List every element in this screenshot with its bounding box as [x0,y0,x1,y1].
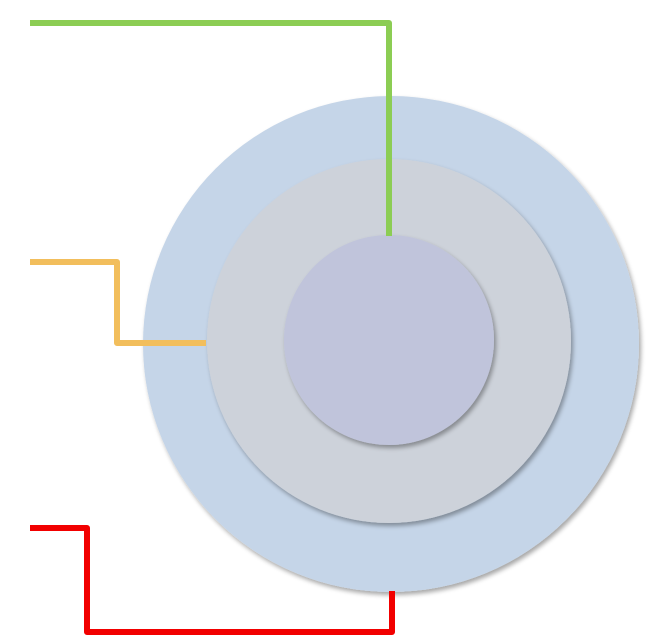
red-connector [30,525,395,635]
inner-circle [284,235,494,445]
orange-connector [30,259,206,346]
green-connector [30,20,392,236]
